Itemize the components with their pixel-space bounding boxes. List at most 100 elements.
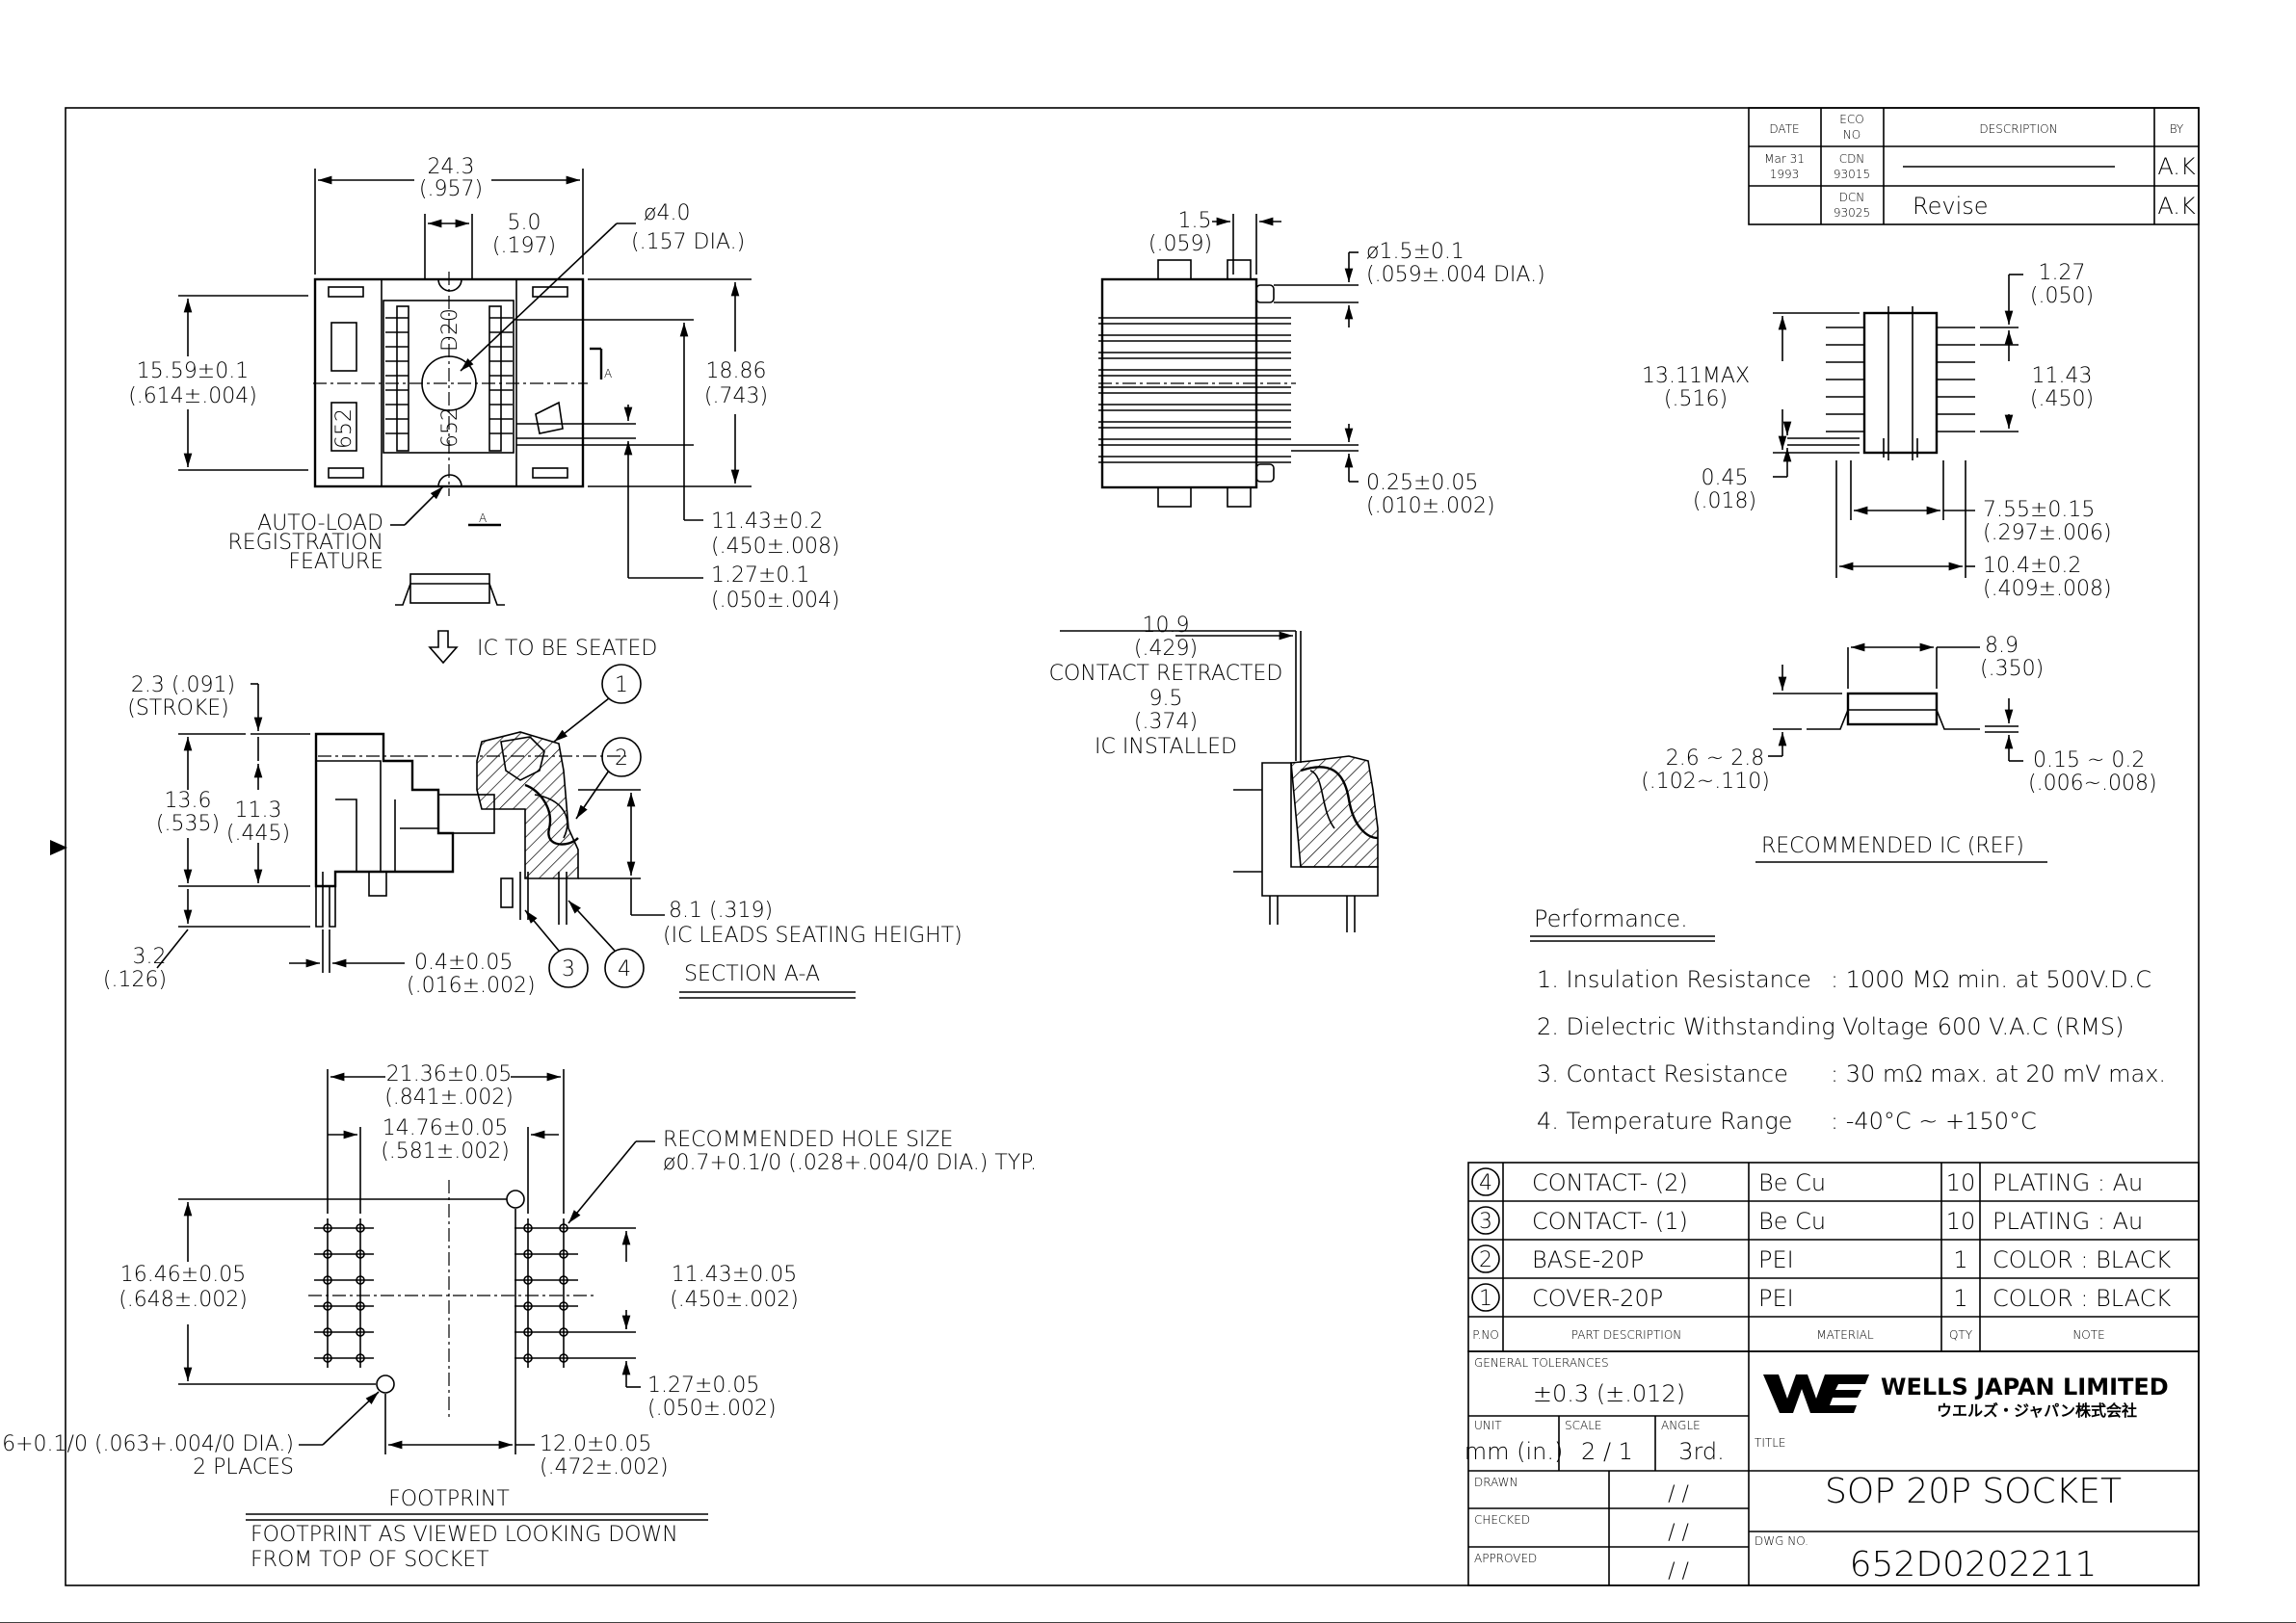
perf-item-4-label: 4. Temperature Range (1537, 1108, 1792, 1135)
bom-row-3-material: PEI (1758, 1246, 1794, 1273)
dim-0-4-in: (.016±.002) (407, 974, 536, 998)
approved-label: APPROVED (1474, 1552, 1537, 1565)
dim-21-36-in: (.841±.002) (384, 1086, 514, 1110)
title-label: TITLE (1755, 1436, 1785, 1450)
dim-8-9-in: (.350) (1980, 657, 2044, 681)
dim-5-0-in: (.197) (492, 234, 556, 258)
dwg-no: 652D0202211 (1850, 1545, 2098, 1584)
dim-1-5: 1.5 (1178, 209, 1212, 233)
section-title: SECTION A-A (684, 962, 820, 986)
bom-row-4-pno: 1 (1479, 1287, 1492, 1311)
balloon-2: 2 (615, 746, 628, 771)
perf-item-2-label: 2. Dielectric Withstanding Voltage (1537, 1013, 1929, 1040)
dim-9-5-in: (.374) (1134, 710, 1198, 734)
rev1-date-2: 1993 (1770, 168, 1800, 181)
top-view: 652 D20 652 24.3 (.957) 5.0 (.197) ø4.0 … (128, 155, 840, 665)
dim-10-4-in: (.409±.008) (1983, 577, 2112, 601)
dim-18-86: 18.86 (706, 359, 767, 383)
dim-1-5-in: (.059) (1148, 232, 1212, 256)
perf-item-3-value: : 30 mΩ max. at 20 mV max. (1831, 1060, 2166, 1087)
footprint-title: FOOTPRINT (388, 1487, 510, 1511)
perf-item-4-value: : -40°C ~ +150°C (1831, 1108, 2037, 1135)
angle-value: 3rd. (1678, 1438, 1725, 1465)
wells-logo (1763, 1374, 1869, 1413)
unit-label: UNIT (1474, 1419, 1502, 1432)
rev1-date-1: Mar 31 (1764, 152, 1805, 166)
rev2-by: A.K (2157, 193, 2196, 220)
drawn-date: / / (1668, 1482, 1689, 1506)
dim-11-43-fp: 11.43±0.05 (672, 1263, 797, 1287)
ic-installed: IC INSTALLED (1095, 735, 1237, 759)
bom-row-4-note: COLOR : BLACK (1993, 1285, 2171, 1312)
hole-note-2: ø0.7+0.1/0 (.028+.004/0 DIA.) TYP. (663, 1151, 1037, 1175)
perf-item-3-label: 3. Contact Resistance (1537, 1060, 1788, 1087)
rev1-eco-2: 93015 (1834, 168, 1870, 181)
dim-11-43-ic-in: (.450) (2030, 387, 2094, 411)
dim-0-25: 0.25±0.05 (1366, 471, 1478, 495)
seat-arrow-icon (428, 630, 459, 665)
company-name-jp: ウエルズ・ジャパン株式会社 (1937, 1401, 2137, 1420)
dim-18-86-in: (.743) (704, 384, 768, 408)
dim-hole: ø4.0 (644, 201, 690, 225)
dim-24-3-in: (.957) (419, 177, 483, 201)
dim-pin-in: (.059±.004 DIA.) (1366, 263, 1545, 287)
ic-outline (395, 583, 505, 606)
sheet-border (65, 107, 2200, 1586)
dim-13-6: 13.6 (165, 789, 212, 813)
scale-label: SCALE (1565, 1419, 1601, 1432)
dwg-no-label: DWG NO. (1755, 1534, 1808, 1548)
dim-stroke: 2.3 (.091) (131, 673, 235, 697)
scale-value: 2 / 1 (1581, 1438, 1633, 1465)
contact-retracted: CONTACT RETRACTED (1049, 662, 1283, 686)
side-view: 1.5 (.059) ø1.5±0.1 (.059±.004 DIA.) 0.2… (1098, 209, 1545, 518)
dim-12-0-in: (.472±.002) (540, 1455, 669, 1479)
dim-7-55-in: (.297±.006) (1983, 521, 2112, 545)
perf-item-2-value: : 600 V.A.C (RMS) (1922, 1013, 2124, 1040)
unit-value: mm (in.) (1465, 1438, 1564, 1465)
gen-tol: ±0.3 (±.012) (1533, 1380, 1685, 1407)
dim-1-27-in: (.050±.004) (711, 589, 840, 613)
balloon-3: 3 (562, 957, 575, 982)
dim-9-5: 9.5 (1149, 687, 1183, 711)
dim-stroke-in: (STROKE) (127, 696, 229, 720)
dim-1-6-places: 2 PLACES (193, 1455, 294, 1479)
bom-header-pno: P.NO (1472, 1328, 1499, 1342)
dim-0-45-in: (.018) (1693, 489, 1756, 513)
balloon-4: 4 (618, 957, 631, 982)
dim-11-3: 11.3 (235, 798, 282, 823)
dim-13-6-in: (.535) (156, 812, 220, 836)
bom-row-1-material: Be Cu (1758, 1169, 1826, 1196)
bom-row-3-note: COLOR : BLACK (1993, 1246, 2171, 1273)
rev-header-date: DATE (1769, 122, 1799, 136)
dim-15-59: 15.59±0.1 (137, 359, 249, 383)
bom-header-note: NOTE (2072, 1328, 2104, 1342)
center-mark-arrow (50, 840, 67, 855)
dim-0-15-in: (.006~.008) (2028, 772, 2157, 796)
dim-0-45: 0.45 (1702, 466, 1749, 490)
dim-10-4: 10.4±0.2 (1983, 554, 2081, 578)
bom-table: 4 CONTACT- (2) Be Cu 10 PLATING : Au 3 C… (1467, 1162, 2200, 1352)
bom-row-2-desc: CONTACT- (1) (1532, 1208, 1688, 1235)
gen-tol-label: GENERAL TOLERANCES (1474, 1356, 1609, 1370)
bom-row-4-desc: COVER-20P (1532, 1285, 1663, 1312)
performance-title: Performance. (1534, 905, 1688, 932)
dim-1-27: 1.27±0.1 (711, 563, 809, 588)
dim-1-27-fp-in: (.050±.002) (647, 1397, 777, 1421)
dim-2-6-in: (.102~.110) (1641, 770, 1770, 794)
checked-label: CHECKED (1474, 1513, 1530, 1527)
company-name: WELLS JAPAN LIMITED (1881, 1374, 2169, 1400)
revision-table: DATE ECO NO DESCRIPTION BY Mar 31 1993 C… (1748, 107, 2200, 225)
bom-row-3-qty: 1 (1953, 1246, 1967, 1273)
dim-11-43: 11.43±0.2 (711, 510, 823, 534)
performance-block: Performance. 1. Insulation Resistance : … (1530, 905, 2166, 1135)
contact-view: 10.9 (.429) CONTACT RETRACTED 9.5 (.374)… (1049, 614, 1379, 932)
bom-row-4-qty: 1 (1953, 1285, 1967, 1312)
autoload-label-3: FEATURE (288, 550, 383, 574)
ic-to-be-seated: IC TO BE SEATED (477, 637, 657, 661)
angle-label: ANGLE (1661, 1419, 1701, 1432)
autoload-label-2: REGISTRATION (227, 531, 383, 555)
dim-16-46: 16.46±0.05 (120, 1263, 246, 1287)
bom-row-2-note: PLATING : Au (1993, 1208, 2143, 1235)
bom-row-3-desc: BASE-20P (1532, 1246, 1644, 1273)
dim-11-43-ic: 11.43 (2032, 364, 2093, 388)
